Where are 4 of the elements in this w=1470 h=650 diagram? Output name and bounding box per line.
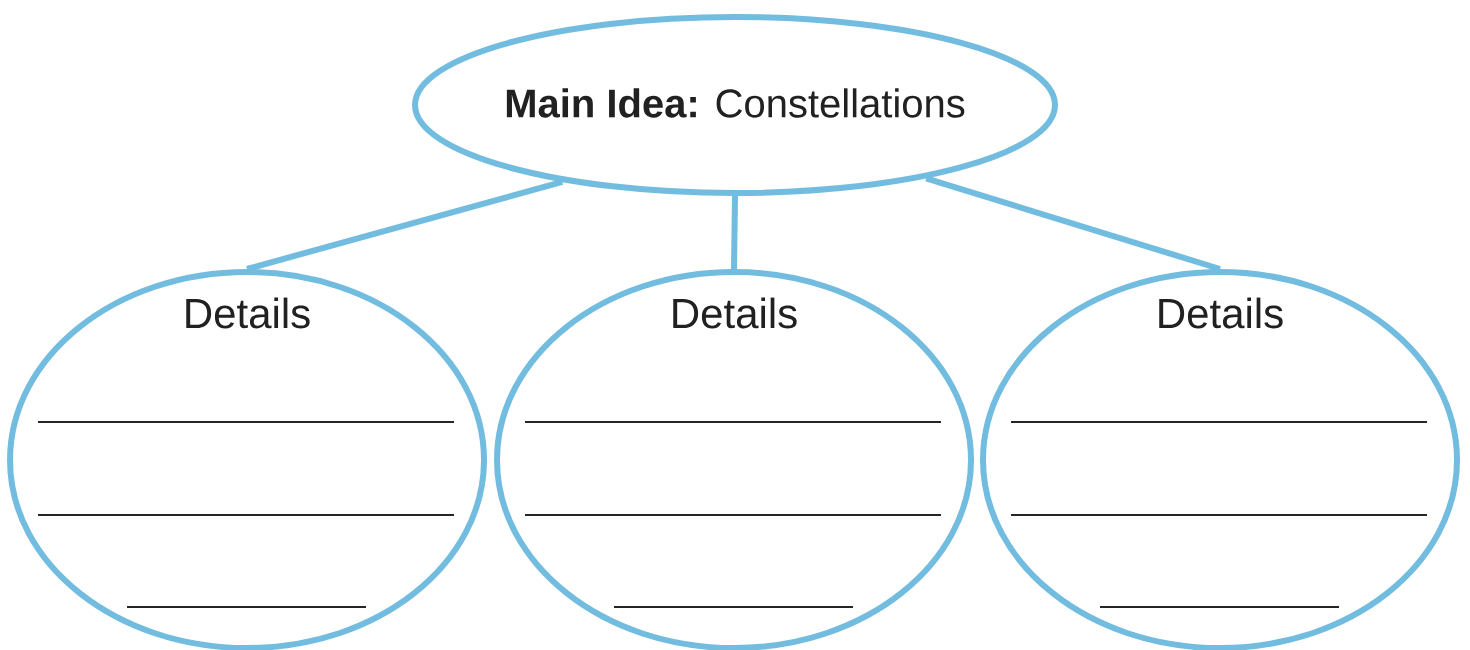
oval: Main Idea: Constellations xyxy=(412,14,1058,196)
connector-line xyxy=(246,179,564,272)
connector-line xyxy=(731,195,738,270)
connector-line xyxy=(925,175,1221,272)
